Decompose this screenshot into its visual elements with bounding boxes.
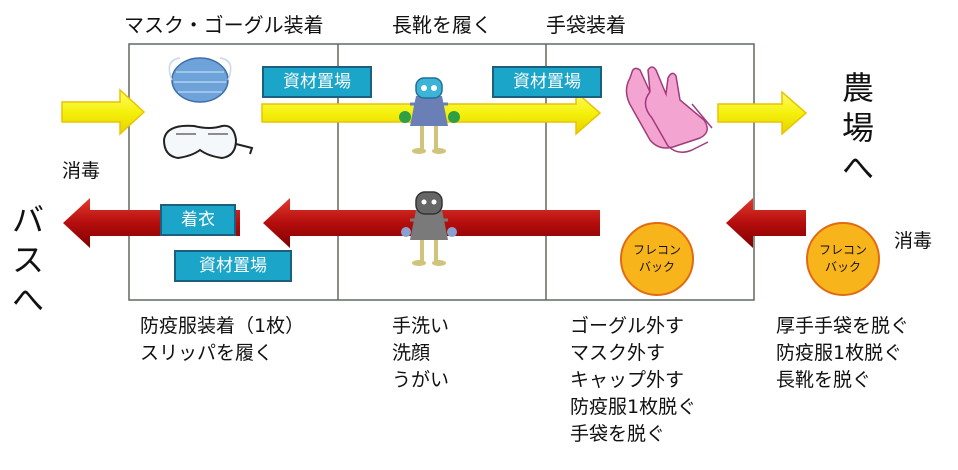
material-area-tag-3: 資材置場 xyxy=(174,250,292,282)
yellow-arrow-left xyxy=(61,88,146,136)
flecon-bag-1-line2: バック xyxy=(638,260,675,274)
gloves-icon xyxy=(625,66,713,153)
figure-dressed-icon xyxy=(399,77,460,154)
flecon-bag-1-line1: フレコン xyxy=(632,243,681,257)
flecon-bag-1: フレコン バック xyxy=(620,222,694,296)
goggles-icon xyxy=(162,124,254,160)
header-gloves: 手袋装着 xyxy=(546,13,626,37)
step-item: マスク外す xyxy=(570,342,666,364)
step-item: 手洗い xyxy=(392,315,450,337)
step-item: 防疫服1枚脱ぐ xyxy=(776,342,903,364)
mask-icon xyxy=(168,57,232,103)
step-item: 洗顔 xyxy=(392,342,431,364)
step-item: 厚手手袋を脱ぐ xyxy=(776,315,910,337)
step-item: スリッパを履く xyxy=(140,342,274,364)
to-bus-text: バスへ xyxy=(11,201,44,319)
flecon-bag-2-line2: バック xyxy=(824,260,861,274)
figure-undressed-icon xyxy=(401,191,457,266)
step-item: ゴーグル外す xyxy=(570,315,685,337)
header-mask-goggle: マスク・ゴーグル装着 xyxy=(124,13,324,37)
disinfect-label-right: 消毒 xyxy=(894,230,933,252)
steps-zone2: 手洗い 洗顔 うがい xyxy=(392,313,449,394)
steps-zone1: 防疫服装着（1枚） スリッパを履く xyxy=(140,313,304,367)
steps-zone4: 厚手手袋を脱ぐ 防疫服1枚脱ぐ 長靴を脱ぐ xyxy=(776,313,909,394)
flecon-bag-2-line1: フレコン xyxy=(818,243,867,257)
material-area-tag-1: 資材置場 xyxy=(262,66,372,98)
disinfect-label-left: 消毒 xyxy=(62,160,101,182)
steps-zone3: ゴーグル外す マスク外す キャップ外す 防疫服1枚脱ぐ 手袋を脱ぐ xyxy=(570,313,696,448)
to-farm-label: 農場へ xyxy=(838,68,878,188)
material-area-tag-2: 資材置場 xyxy=(492,66,602,98)
header-boots: 長靴を履く xyxy=(392,13,492,37)
step-item: うがい xyxy=(392,369,450,391)
step-item: キャップ外す xyxy=(570,369,685,391)
yellow-arrow-right xyxy=(717,90,808,136)
step-item: 防疫服装着（1枚） xyxy=(140,315,305,337)
step-item: 手袋を脱ぐ xyxy=(570,423,666,445)
dressing-tag: 着衣 xyxy=(160,204,236,236)
to-bus-label: バスへ xyxy=(8,200,48,320)
red-arrow-right xyxy=(726,198,806,248)
step-item: 長靴を脱ぐ xyxy=(776,369,872,391)
step-item: 防疫服1枚脱ぐ xyxy=(570,396,697,418)
flecon-bag-2: フレコン バック xyxy=(806,222,880,296)
to-farm-text: 農場へ xyxy=(841,69,874,187)
